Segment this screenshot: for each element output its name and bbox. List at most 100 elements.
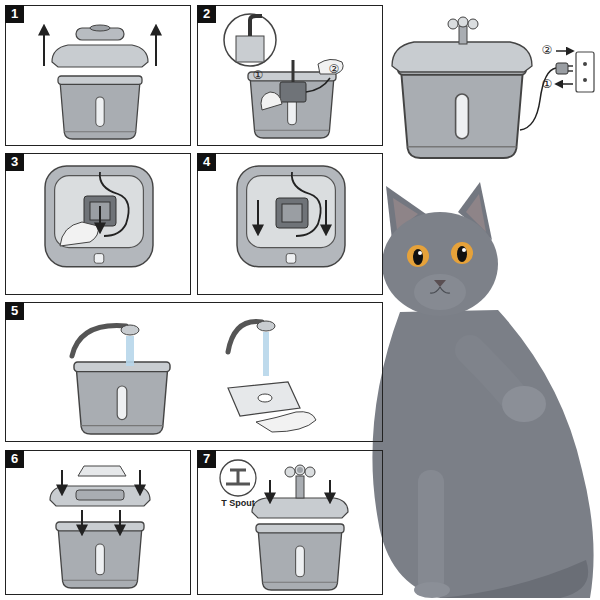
callout-number: ①	[253, 68, 264, 82]
cat-photo	[434, 280, 446, 287]
cat-photo	[418, 470, 444, 594]
step-panel: 5	[5, 302, 383, 442]
step7-illustration	[220, 460, 348, 590]
step1-illustration	[43, 26, 45, 66]
step5-illustration	[256, 412, 316, 432]
step7-illustration	[220, 460, 256, 496]
step5-illustration	[72, 321, 316, 434]
part-name: T Spout	[221, 498, 255, 509]
step2-illustration	[250, 16, 262, 36]
step1-illustration	[155, 26, 157, 66]
step4-illustration	[237, 166, 345, 267]
step7-illustration	[226, 470, 250, 484]
fountain-illustration	[568, 70, 573, 72]
step7-illustration	[296, 476, 304, 498]
step4-illustration	[325, 200, 327, 234]
step6-illustration	[56, 522, 144, 588]
step2-illustration	[292, 60, 295, 82]
fountain-illustration	[556, 83, 573, 85]
step2-illustration	[224, 14, 276, 66]
step3-illustration	[99, 206, 101, 232]
step3-illustration	[45, 166, 153, 267]
step5-illustration	[121, 325, 139, 335]
step-number: 5	[5, 302, 24, 320]
step-panel: 3	[5, 153, 191, 295]
cat-photo	[418, 251, 422, 255]
step4-illustration	[276, 198, 308, 228]
step7-illustration	[295, 465, 305, 475]
step1-illustration	[90, 25, 110, 31]
step3-illustration	[100, 172, 129, 236]
step6-illustration	[119, 510, 121, 534]
cat-photo	[372, 310, 593, 598]
callout-number: ①	[542, 77, 553, 91]
step5-illustration	[74, 362, 170, 434]
cat-photo	[413, 249, 423, 265]
step6-illustration	[81, 510, 83, 534]
fountain-illustration	[468, 19, 478, 29]
fountain-illustration	[398, 62, 526, 158]
step3-illustration	[60, 222, 98, 246]
step3-illustration	[45, 166, 153, 267]
fountain-illustration	[583, 62, 587, 66]
step2-illustration	[306, 78, 330, 92]
fountain-illustration	[576, 52, 594, 92]
cat-photo	[440, 560, 588, 598]
step7-illustration	[256, 524, 344, 590]
step-number: 6	[5, 450, 24, 468]
fountain-illustration	[448, 19, 458, 29]
cat-photo	[451, 242, 473, 264]
cat-photo	[414, 582, 450, 598]
fountain-illustration	[392, 17, 594, 158]
step7-illustration	[297, 467, 303, 473]
step4-illustration	[257, 200, 259, 234]
step2-illustration	[236, 36, 264, 62]
step6-illustration	[50, 466, 150, 588]
fountain-illustration	[459, 26, 467, 44]
callout-number: ②	[542, 43, 553, 57]
step-number: 4	[197, 153, 216, 171]
step6-illustration	[50, 486, 150, 506]
step6-illustration	[139, 470, 141, 494]
fountain-illustration	[458, 17, 468, 27]
fountain-illustration	[568, 65, 573, 67]
step-number: 1	[5, 5, 24, 23]
step-panel: 7	[197, 450, 383, 595]
step-number: 3	[5, 153, 24, 171]
step-panel: 1	[5, 5, 191, 146]
step7-illustration	[269, 480, 271, 502]
cat-photo	[372, 182, 593, 598]
step5-illustration	[258, 394, 272, 402]
step6-illustration	[61, 470, 63, 494]
step4-illustration	[292, 172, 321, 236]
cat-photo	[502, 386, 546, 422]
fountain-illustration	[556, 63, 568, 74]
step1-illustration	[44, 25, 156, 139]
step7-illustration	[329, 480, 331, 502]
step6-illustration	[76, 490, 124, 500]
step5-illustration	[228, 382, 300, 416]
step5-illustration	[72, 326, 126, 356]
step7-illustration	[285, 467, 295, 477]
step-panel: 6	[5, 450, 191, 595]
step1-illustration	[52, 45, 148, 67]
step-panel: 4	[197, 153, 383, 295]
step5-illustration	[263, 332, 269, 376]
fountain-illustration	[583, 78, 587, 82]
step5-illustration	[257, 321, 275, 331]
fountain-illustration	[392, 42, 532, 72]
fountain-illustration	[520, 68, 556, 130]
step7-illustration	[252, 498, 348, 518]
cat-photo	[382, 212, 498, 316]
step6-illustration	[78, 466, 126, 476]
step2-illustration	[224, 14, 343, 138]
cat-photo	[414, 274, 466, 310]
cat-photo	[457, 246, 467, 262]
step-panel: 2	[197, 5, 383, 146]
step2-illustration	[261, 92, 282, 110]
callout-number: ②	[329, 62, 340, 76]
step-number: 2	[197, 5, 216, 23]
step4-illustration	[282, 204, 302, 222]
